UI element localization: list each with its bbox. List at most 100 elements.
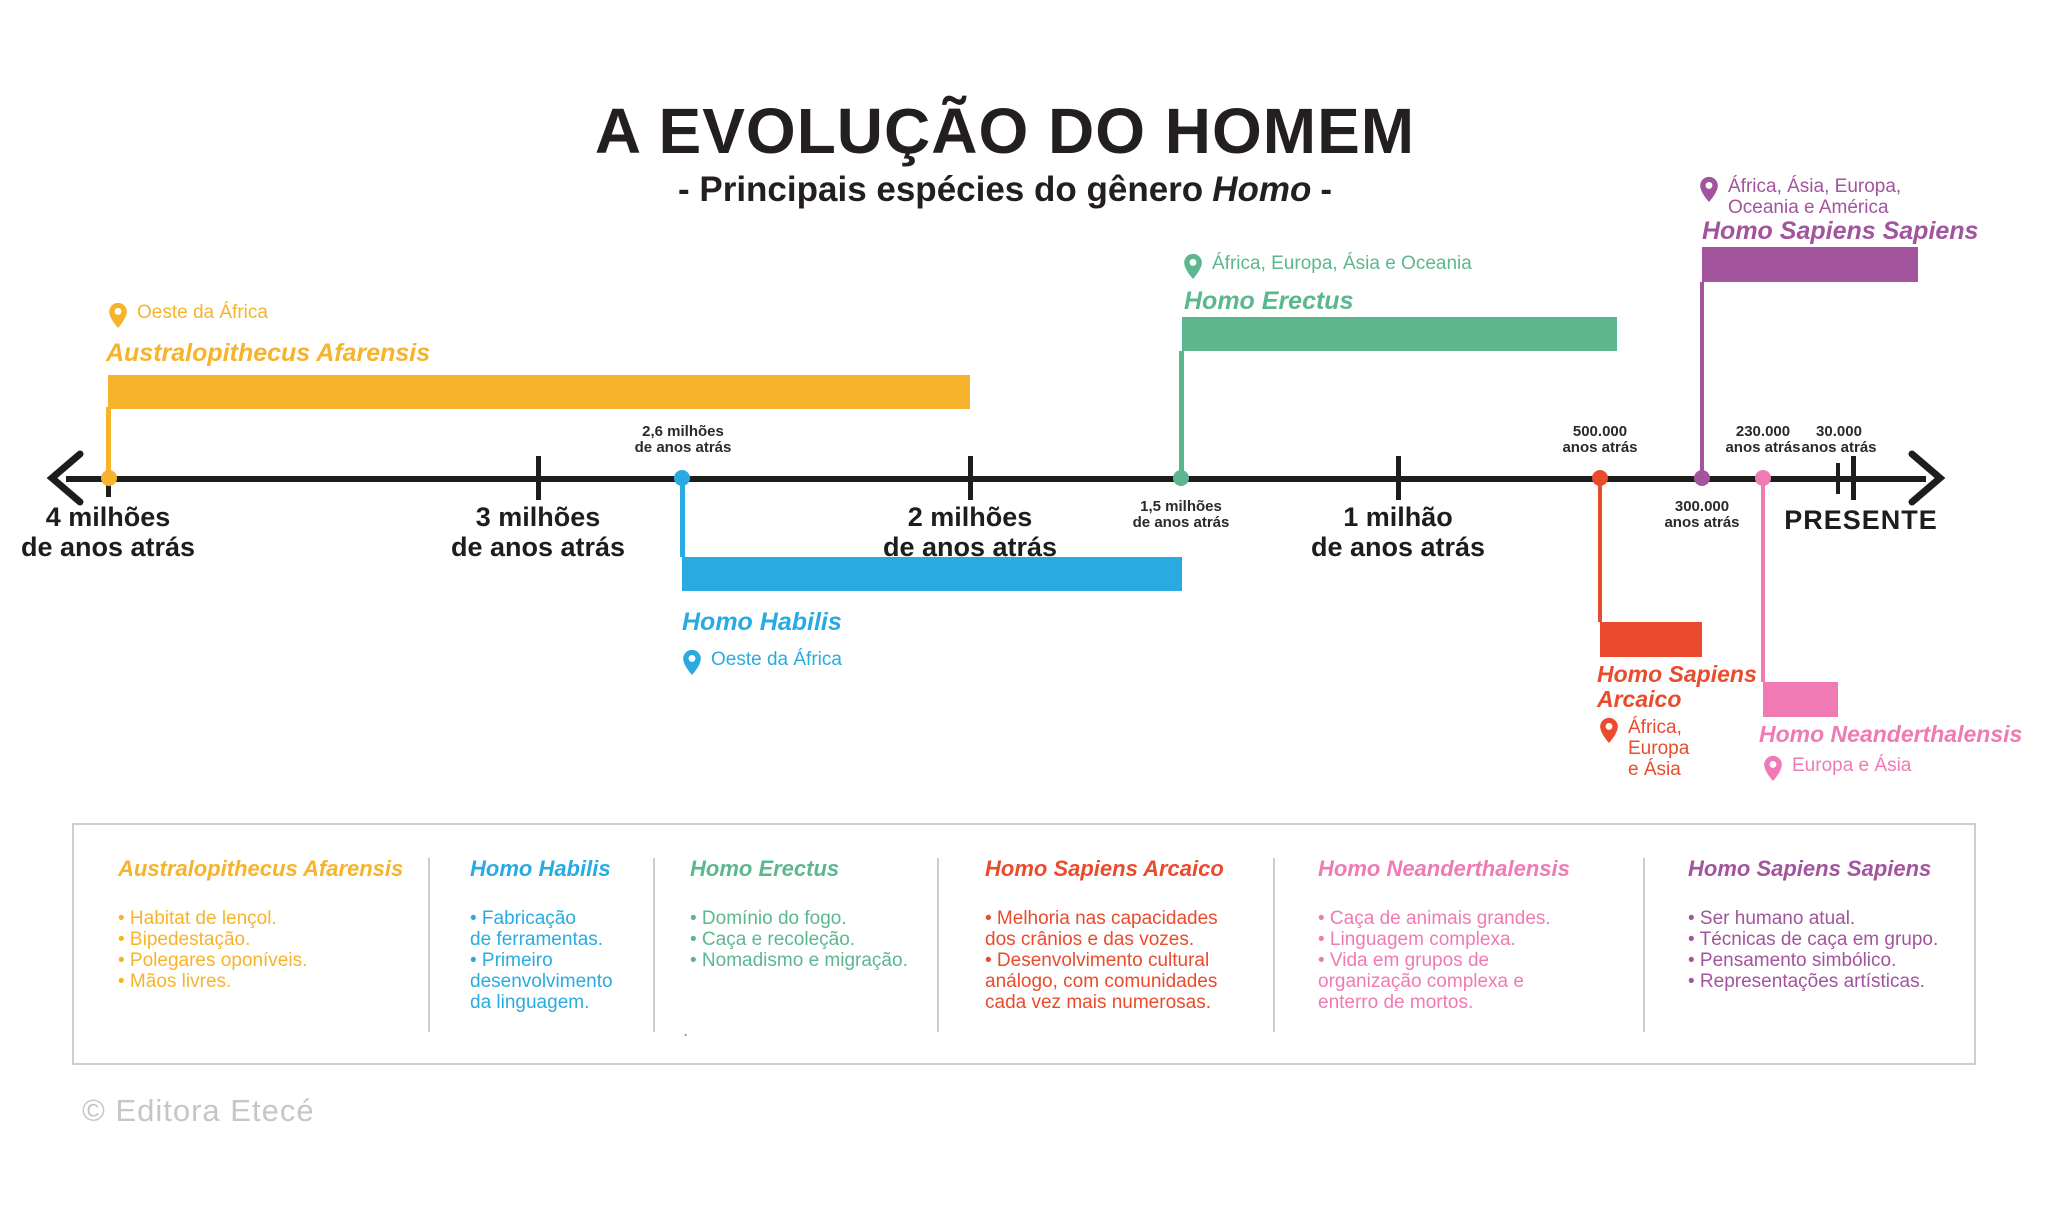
- erectus-location: África, Europa, Ásia e Oceania: [1183, 253, 1472, 280]
- arcaico-axis-dot: [1592, 470, 1608, 486]
- subtitle-suffix: -: [1320, 170, 1332, 209]
- legend-column-afarensis: Australopithecus Afarensis • Habitat de …: [118, 856, 418, 992]
- afarensis-bar: [108, 375, 970, 409]
- legend-bullet: • Nomadismo e migração.: [690, 950, 908, 971]
- sapiens-sapiens-bar: [1702, 247, 1918, 282]
- legend-title: Homo Habilis: [470, 856, 611, 881]
- copyright-notice: © Editora Etecé: [82, 1093, 315, 1128]
- legend-bullet: • Primeiro desenvolvimento da linguagem.: [470, 950, 613, 1013]
- arcaico-title: Homo Sapiens Arcaico: [1597, 661, 1757, 712]
- erectus-location-label: África, Europa, Ásia e Oceania: [1212, 253, 1472, 274]
- legend-bullet: • Caça e recoleção.: [690, 929, 856, 950]
- neanderthalensis-bar: [1763, 682, 1838, 717]
- afarensis-location: Oeste da África: [108, 302, 268, 329]
- axis-label-1-5m: 1,5 milhões de anos atrás: [1132, 498, 1230, 531]
- legend-bullet: • Desenvolvimento cultural análogo, com …: [985, 950, 1218, 1013]
- legend-title: Homo Sapiens Sapiens: [1688, 856, 1932, 881]
- legend-column-habilis: Homo Habilis • Fabricação de ferramentas…: [470, 856, 640, 1013]
- map-pin-icon: [1599, 717, 1619, 744]
- legend-divider: [937, 858, 939, 1032]
- axis-right-arrow-icon: [1908, 450, 1946, 506]
- legend-bullet: • Bipedestação.: [118, 929, 251, 950]
- legend-bullet: • Técnicas de caça em grupo.: [1688, 929, 1939, 950]
- habilis-bar: [682, 557, 1182, 591]
- neanderthalensis-title: Homo Neanderthalensis: [1759, 721, 2023, 747]
- axis-label-present: PRESENTE: [1784, 505, 1938, 535]
- page-title: A EVOLUÇÃO DO HOMEM: [594, 95, 1416, 167]
- legend-divider: [428, 858, 430, 1032]
- legend-title: Homo Sapiens Arcaico: [985, 856, 1224, 881]
- legend-bullet: • Domínio do fogo.: [690, 908, 847, 929]
- legend-box: [72, 823, 1976, 1065]
- legend-title: Homo Neanderthalensis: [1318, 856, 1570, 881]
- legend-divider: [653, 858, 655, 1032]
- tick-30k: [1836, 463, 1840, 494]
- legend-column-neanderthalensis: Homo Neanderthalensis • Caça de animais …: [1318, 856, 1618, 1013]
- habilis-title: Homo Habilis: [682, 608, 842, 636]
- subtitle-prefix: - Principais espécies do gênero: [677, 170, 1204, 209]
- tick-2m: [968, 456, 973, 500]
- map-pin-icon: [1183, 253, 1203, 280]
- map-pin-icon: [682, 649, 702, 676]
- map-pin-icon: [108, 302, 128, 329]
- tick-3m: [536, 456, 541, 500]
- legend-title: Australopithecus Afarensis: [118, 856, 404, 881]
- legend-bullet: • Caça de animais grandes.: [1318, 908, 1551, 929]
- legend-bullet: • Pensamento simbólico.: [1688, 950, 1897, 971]
- tick-present: [1851, 456, 1856, 500]
- axis-label-500k: 500.000 anos atrás: [1562, 423, 1638, 456]
- arcaico-location-label: África, Europa e Ásia: [1628, 717, 1690, 780]
- map-pin-icon: [1699, 176, 1719, 203]
- legend-bullet: • Ser humano atual.: [1688, 908, 1856, 929]
- afarensis-axis-dot: [101, 470, 117, 486]
- erectus-title: Homo Erectus: [1184, 287, 1354, 315]
- axis-label-30k: 30.000 anos atrás: [1801, 423, 1877, 456]
- legend-bullet: • Habitat de lençol.: [118, 908, 277, 929]
- neanderthalensis-connector: [1761, 481, 1765, 682]
- habilis-connector: [680, 481, 685, 557]
- axis-label-230k: 230.000 anos atrás: [1725, 423, 1801, 456]
- axis-left-arrow-icon: [46, 450, 84, 506]
- legend-bullet: • Linguagem complexa.: [1318, 929, 1516, 950]
- sapiens-sapiens-location: África, Ásia, Europa, Oceania e América: [1699, 176, 1901, 218]
- afarensis-location-label: Oeste da África: [137, 302, 268, 323]
- axis-label-1m: 1 milhão de anos atrás: [1310, 502, 1486, 562]
- neanderthalensis-axis-dot: [1755, 470, 1771, 486]
- erectus-bar: [1182, 317, 1617, 351]
- legend-bullet: • Mãos livres.: [118, 971, 232, 992]
- timeline-axis: [66, 476, 1926, 482]
- arcaico-location: África, Europa e Ásia: [1599, 717, 1689, 780]
- habilis-axis-dot: [674, 470, 690, 486]
- neanderthalensis-location: Europa e Ásia: [1763, 755, 1911, 782]
- erectus-connector: [1179, 351, 1184, 478]
- sapiens-sapiens-location-label: África, Ásia, Europa, Oceania e América: [1728, 176, 1902, 218]
- axis-label-300k: 300.000 anos atrás: [1664, 498, 1740, 531]
- legend-bullet: • Polegares oponíveis.: [118, 950, 308, 971]
- axis-label-2-6m: 2,6 milhões de anos atrás: [634, 423, 732, 456]
- tick-4m: [106, 485, 111, 497]
- map-pin-icon: [1763, 755, 1783, 782]
- legend-bullet: • Melhoria nas capacidades dos crânios e…: [985, 908, 1218, 950]
- legend-title: Homo Erectus: [690, 856, 840, 881]
- habilis-location: Oeste da África: [682, 649, 842, 676]
- legend-divider: [1273, 858, 1275, 1032]
- legend-bullet: • Fabricação de ferramentas.: [470, 908, 604, 950]
- afarensis-connector: [106, 407, 111, 478]
- legend-column-arcaico: Homo Sapiens Arcaico • Melhoria nas capa…: [985, 856, 1260, 1013]
- legend-bullet: • Vida em grupos de organização complexa…: [1318, 950, 1524, 1013]
- sapiens-sapiens-connector: [1700, 282, 1704, 478]
- axis-label-2m: 2 milhões de anos atrás: [882, 502, 1058, 562]
- axis-label-4m: 4 milhões de anos atrás: [20, 502, 196, 562]
- tick-1m: [1396, 456, 1401, 500]
- arcaico-bar: [1600, 622, 1702, 657]
- legend-divider: [1643, 858, 1645, 1032]
- sapiens-sapiens-axis-dot: [1694, 470, 1710, 486]
- legend-column-sapiens-sapiens: Homo Sapiens Sapiens • Ser humano atual.…: [1688, 856, 1973, 992]
- sapiens-sapiens-title: Homo Sapiens Sapiens: [1702, 217, 1979, 245]
- subtitle-genus: Homo: [1212, 170, 1312, 209]
- legend-bullet: • Representações artísticas.: [1688, 971, 1925, 992]
- stray-period: .: [683, 1020, 689, 1041]
- afarensis-title: Australopithecus Afarensis: [106, 339, 431, 367]
